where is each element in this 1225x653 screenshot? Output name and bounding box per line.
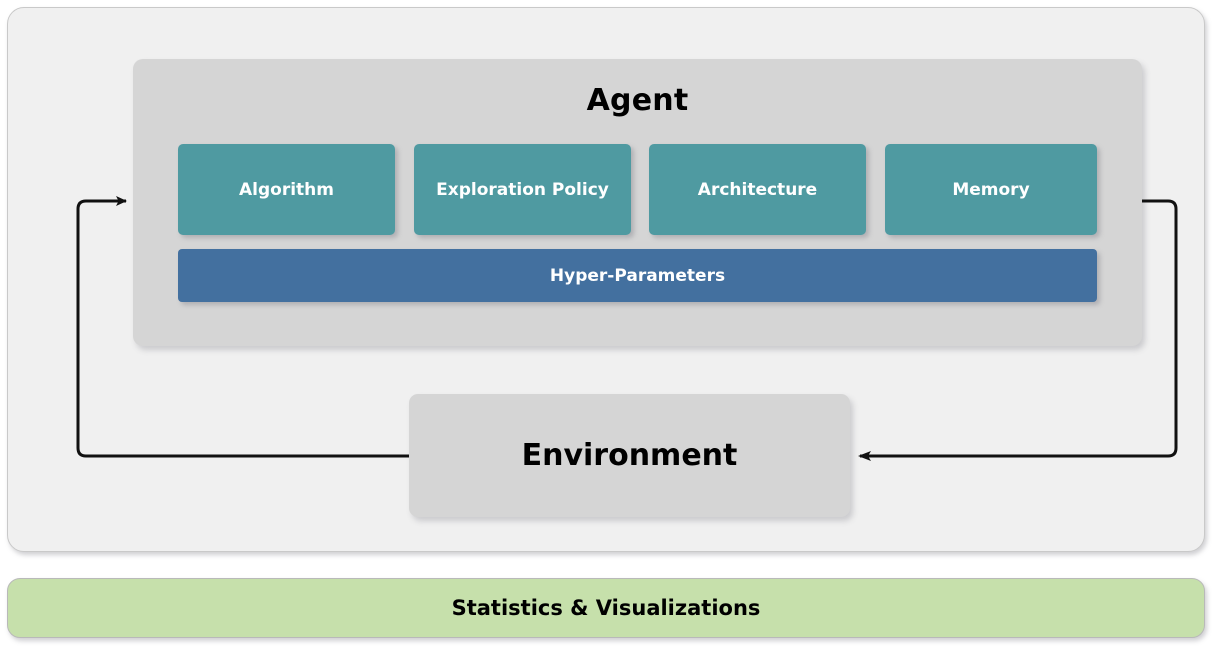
environment-container[interactable]: Environment <box>409 394 850 517</box>
agent-component-memory[interactable]: Memory <box>885 144 1097 235</box>
agent-component-exploration-policy[interactable]: Exploration Policy <box>414 144 631 235</box>
agent-component-label: Exploration Policy <box>436 179 609 200</box>
agent-container[interactable]: Agent Algorithm Exploration Policy Archi… <box>133 59 1142 346</box>
statistics-visualizations-bar[interactable]: Statistics & Visualizations <box>7 578 1205 638</box>
agent-component-algorithm[interactable]: Algorithm <box>178 144 395 235</box>
rl-loop-panel: Agent Algorithm Exploration Policy Archi… <box>7 7 1205 552</box>
environment-label: Environment <box>521 438 738 473</box>
agent-component-label: Architecture <box>697 179 818 200</box>
agent-title: Agent <box>586 83 689 118</box>
agent-components-row: Algorithm Exploration Policy Architectur… <box>178 144 1097 235</box>
statistics-visualizations-label: Statistics & Visualizations <box>451 596 761 620</box>
hyper-parameters-label: Hyper-Parameters <box>549 265 726 286</box>
agent-component-label: Algorithm <box>239 179 334 200</box>
hyper-parameters-bar[interactable]: Hyper-Parameters <box>178 249 1097 302</box>
agent-component-architecture[interactable]: Architecture <box>649 144 866 235</box>
agent-component-label: Memory <box>952 179 1030 200</box>
